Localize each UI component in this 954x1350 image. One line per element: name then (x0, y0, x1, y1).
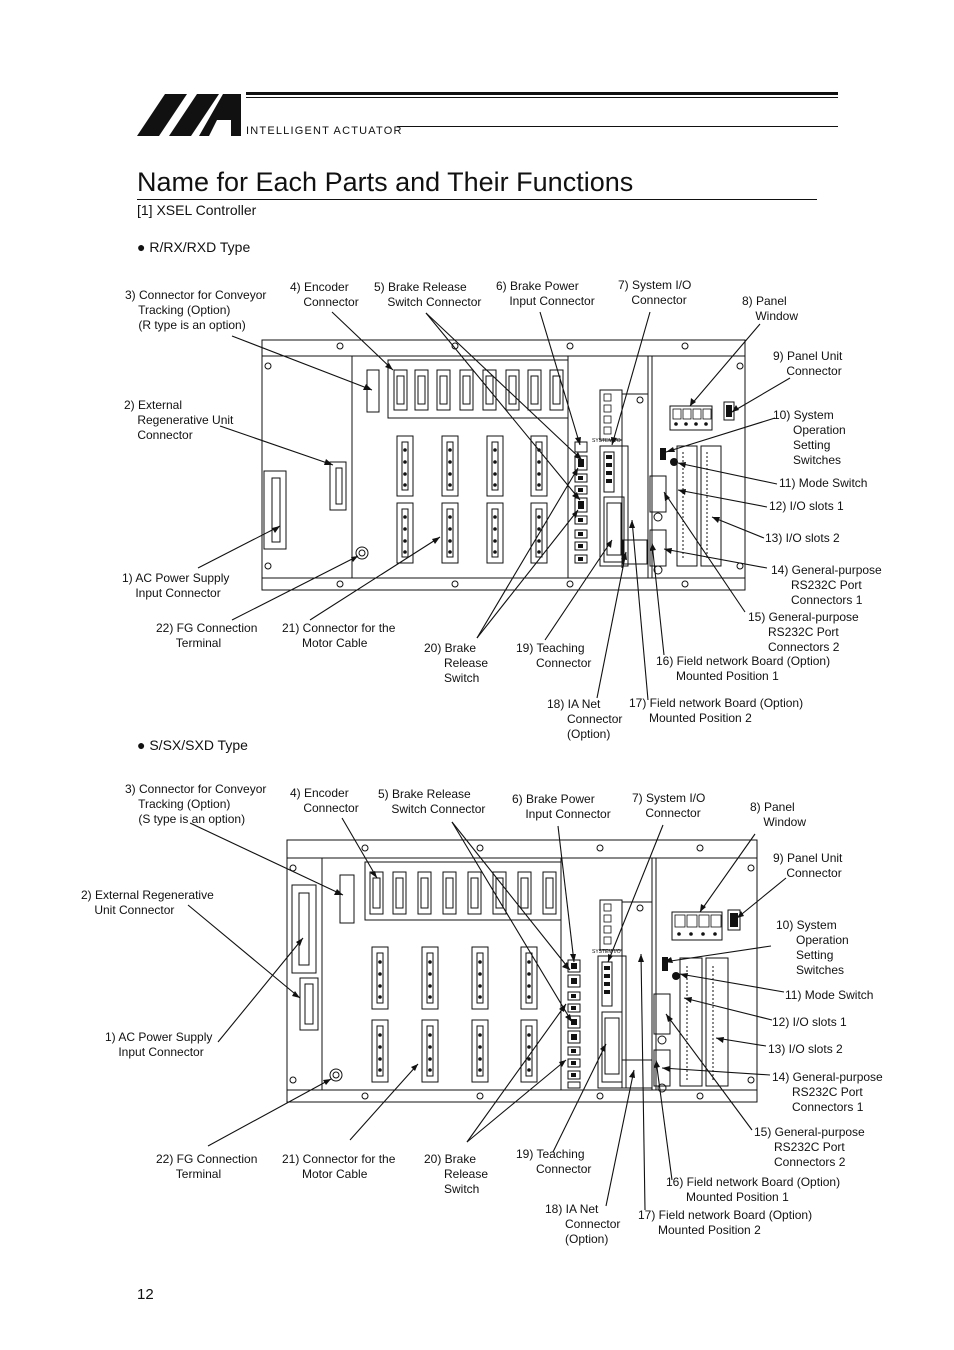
label-brake-release-switch-connector: 5) Brake Release Switch Connector (378, 787, 486, 816)
system-io-marking: SYSTEM I/O (592, 949, 621, 955)
label-io-slots-2: 13) I/O slots 2 (765, 531, 840, 545)
label-external-regen-connector: 2) External Regenerative Unit Connector (81, 888, 214, 917)
page-number: 12 (137, 1286, 154, 1303)
header-rule (246, 92, 838, 95)
label-rs232c-port-1: 14) General-purpose RS232C Port Connecto… (772, 1070, 883, 1114)
section-heading-s-type: ● S/SX/SXD Type (137, 737, 248, 753)
ia-logo (137, 94, 241, 136)
section-heading-r-type: ● R/RX/RXD Type (137, 239, 251, 255)
label-brake-release-switch-connector: 5) Brake Release Switch Connector (374, 280, 482, 309)
label-brake-release-switch: 20) Brake Release Switch (424, 641, 489, 685)
label-system-io-connector: 7) System I/O Connector (618, 278, 692, 307)
label-teaching-connector: 19) Teaching Connector (516, 641, 592, 670)
page-title: Name for Each Parts and Their Functions (137, 167, 634, 197)
header-rule (246, 97, 838, 98)
label-fg-connection-terminal: 22) FG Connection Terminal (156, 1152, 258, 1181)
label-encoder-connector: 4) Encoder Connector (290, 786, 359, 815)
label-ac-power-input: 1) AC Power Supply Input Connector (105, 1030, 213, 1059)
label-mode-switch: 11) Mode Switch (785, 988, 874, 1002)
label-encoder-connector: 4) Encoder Connector (290, 280, 359, 309)
header-rule (397, 126, 838, 127)
title-rule (137, 199, 817, 200)
label-system-io-connector: 7) System I/O Connector (632, 791, 706, 820)
label-motor-cable-connector: 21) Connector for the Motor Cable (282, 621, 396, 650)
label-field-network-position-2: 17) Field network Board (Option) Mounted… (638, 1208, 813, 1237)
label-rs232c-port-2: 15) General-purpose RS232C Port Connecto… (748, 610, 859, 654)
label-ia-net-connector: 18) IA Net Connector (Option) (547, 697, 623, 741)
label-conveyor-tracking-connector: 3) Connector for Conveyor Tracking (Opti… (125, 782, 267, 826)
label-motor-cable-connector: 21) Connector for the Motor Cable (282, 1152, 396, 1181)
label-ia-net-connector: 18) IA Net Connector (Option) (545, 1202, 621, 1246)
label-io-slots-1: 12) I/O slots 1 (772, 1015, 847, 1029)
controller-diagram-s-type: SYSTEM I/O (187, 817, 787, 1211)
label-field-network-position-2: 17) Field network Board (Option) Mounted… (629, 696, 804, 725)
label-fg-connection-terminal: 22) FG Connection Terminal (156, 621, 258, 650)
label-external-regen-connector: 2) External Regenerative Unit Connector (124, 398, 234, 442)
label-brake-power-input: 6) Brake Power Input Connector (512, 792, 611, 821)
label-system-operation-switches: 10) System Operation Setting Switches (776, 918, 849, 977)
label-panel-window: 8) Panel Window (750, 800, 807, 829)
label-io-slots-2: 13) I/O slots 2 (768, 1042, 843, 1056)
label-field-network-position-1: 16) Field network Board (Option) Mounted… (666, 1175, 841, 1204)
label-rs232c-port-1: 14) General-purpose RS232C Port Connecto… (771, 563, 882, 607)
label-system-operation-switches: 10) System Operation Setting Switches (773, 408, 846, 467)
controller-diagram-r-type: SYSTEM I/O (197, 311, 791, 701)
section-subtitle: [1] XSEL Controller (137, 202, 257, 218)
label-brake-release-switch: 20) Brake Release Switch (424, 1152, 489, 1196)
brand-name: INTELLIGENT ACTUATOR (246, 125, 403, 137)
label-field-network-position-1: 16) Field network Board (Option) Mounted… (656, 654, 831, 683)
label-rs232c-port-2: 15) General-purpose RS232C Port Connecto… (754, 1125, 865, 1169)
label-ac-power-input: 1) AC Power Supply Input Connector (122, 571, 230, 600)
label-mode-switch: 11) Mode Switch (779, 476, 868, 490)
label-conveyor-tracking-connector: 3) Connector for Conveyor Tracking (Opti… (125, 288, 267, 332)
label-panel-window: 8) Panel Window (742, 294, 799, 323)
label-teaching-connector: 19) Teaching Connector (516, 1147, 592, 1176)
label-io-slots-1: 12) I/O slots 1 (769, 499, 844, 513)
label-brake-power-input: 6) Brake Power Input Connector (496, 279, 595, 308)
system-io-marking: SYSTEM I/O (592, 438, 621, 444)
label-panel-unit-connector: 9) Panel Unit Connector (773, 349, 843, 378)
label-panel-unit-connector: 9) Panel Unit Connector (773, 851, 843, 880)
